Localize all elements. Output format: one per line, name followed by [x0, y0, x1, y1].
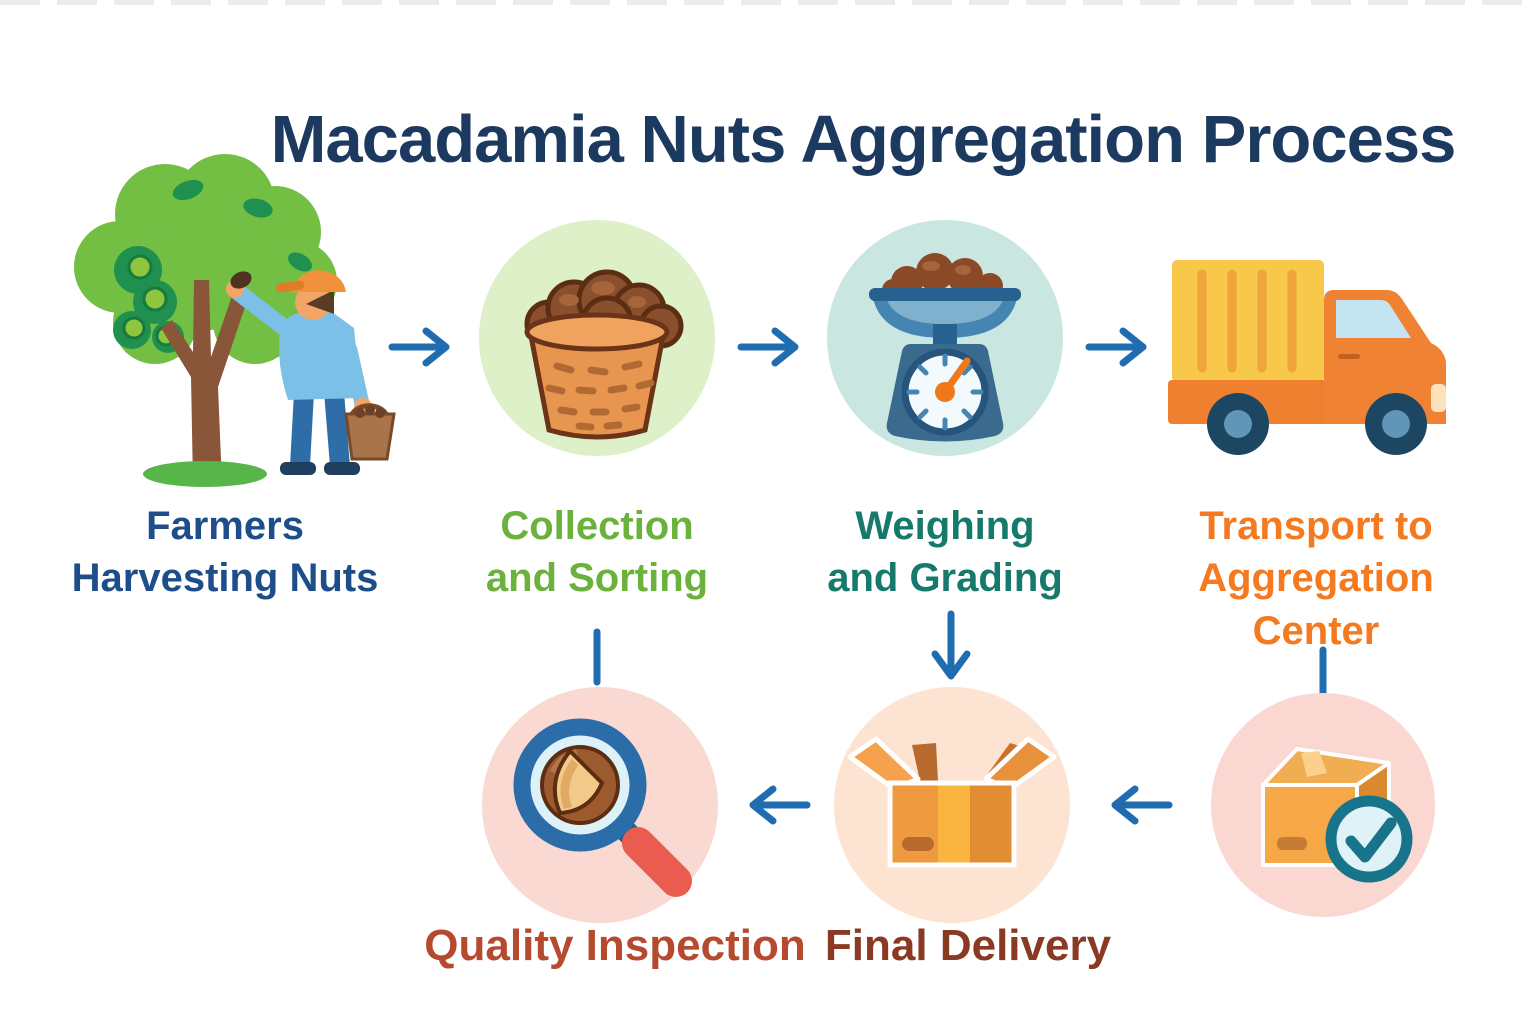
grass: [143, 461, 267, 487]
check-badge: [1325, 795, 1413, 883]
pan-rim: [869, 288, 1021, 301]
checked-box-icon: [1211, 693, 1435, 917]
cab-window: [1336, 300, 1411, 338]
open-box-icon: [834, 687, 1070, 923]
headlight: [1431, 384, 1446, 412]
arrow-down-icon: [931, 610, 971, 680]
arrow-right-icon: [388, 327, 450, 367]
page-title: Macadamia Nuts Aggregation Process: [270, 101, 1457, 177]
connector-collection-down: [593, 628, 601, 686]
label-farmers-harvesting: Farmers Harvesting Nuts: [71, 504, 379, 601]
check-mark: [1345, 817, 1397, 863]
tree-leaves: [172, 179, 312, 272]
label-transport-aggregation: Transport to Aggregation Center: [1198, 504, 1434, 653]
cargo-ribs: [1197, 269, 1297, 373]
farmer: [226, 270, 372, 475]
label-collection-sorting: Collection and Sorting: [485, 504, 709, 601]
arrow-left-icon: [749, 785, 811, 825]
arrow-left-icon: [1111, 785, 1173, 825]
label-quality-inspection: Quality Inspection: [424, 921, 806, 970]
box-label: [902, 837, 934, 851]
door-handle: [1338, 354, 1360, 359]
arrow-right-icon: [737, 327, 799, 367]
arrow-right-icon: [1085, 327, 1147, 367]
nut-basket-icon: [479, 220, 715, 456]
weighing-scale-icon: [827, 220, 1063, 456]
box-stripe: [938, 783, 970, 865]
hand-basket: [344, 403, 396, 461]
delivery-truck-icon: [1168, 260, 1446, 455]
basket-weave: [545, 360, 655, 431]
dial-ticks: [906, 353, 984, 431]
connector-transport-down: [1319, 646, 1327, 704]
tree-farmer-icon: [74, 154, 396, 487]
box-label: [1277, 837, 1307, 850]
label-weighing-grading: Weighing and Grading: [827, 504, 1063, 601]
label-final-delivery: Final Delivery: [824, 921, 1112, 970]
inner-flap-left: [912, 743, 938, 781]
magnifier-handle: [622, 827, 692, 897]
basket-rim: [524, 312, 670, 352]
magnifier-nut-icon: [482, 687, 718, 923]
tree-trunk: [161, 280, 246, 484]
cargo-box: [1172, 260, 1324, 382]
decorative-top-border: [0, 0, 1536, 5]
